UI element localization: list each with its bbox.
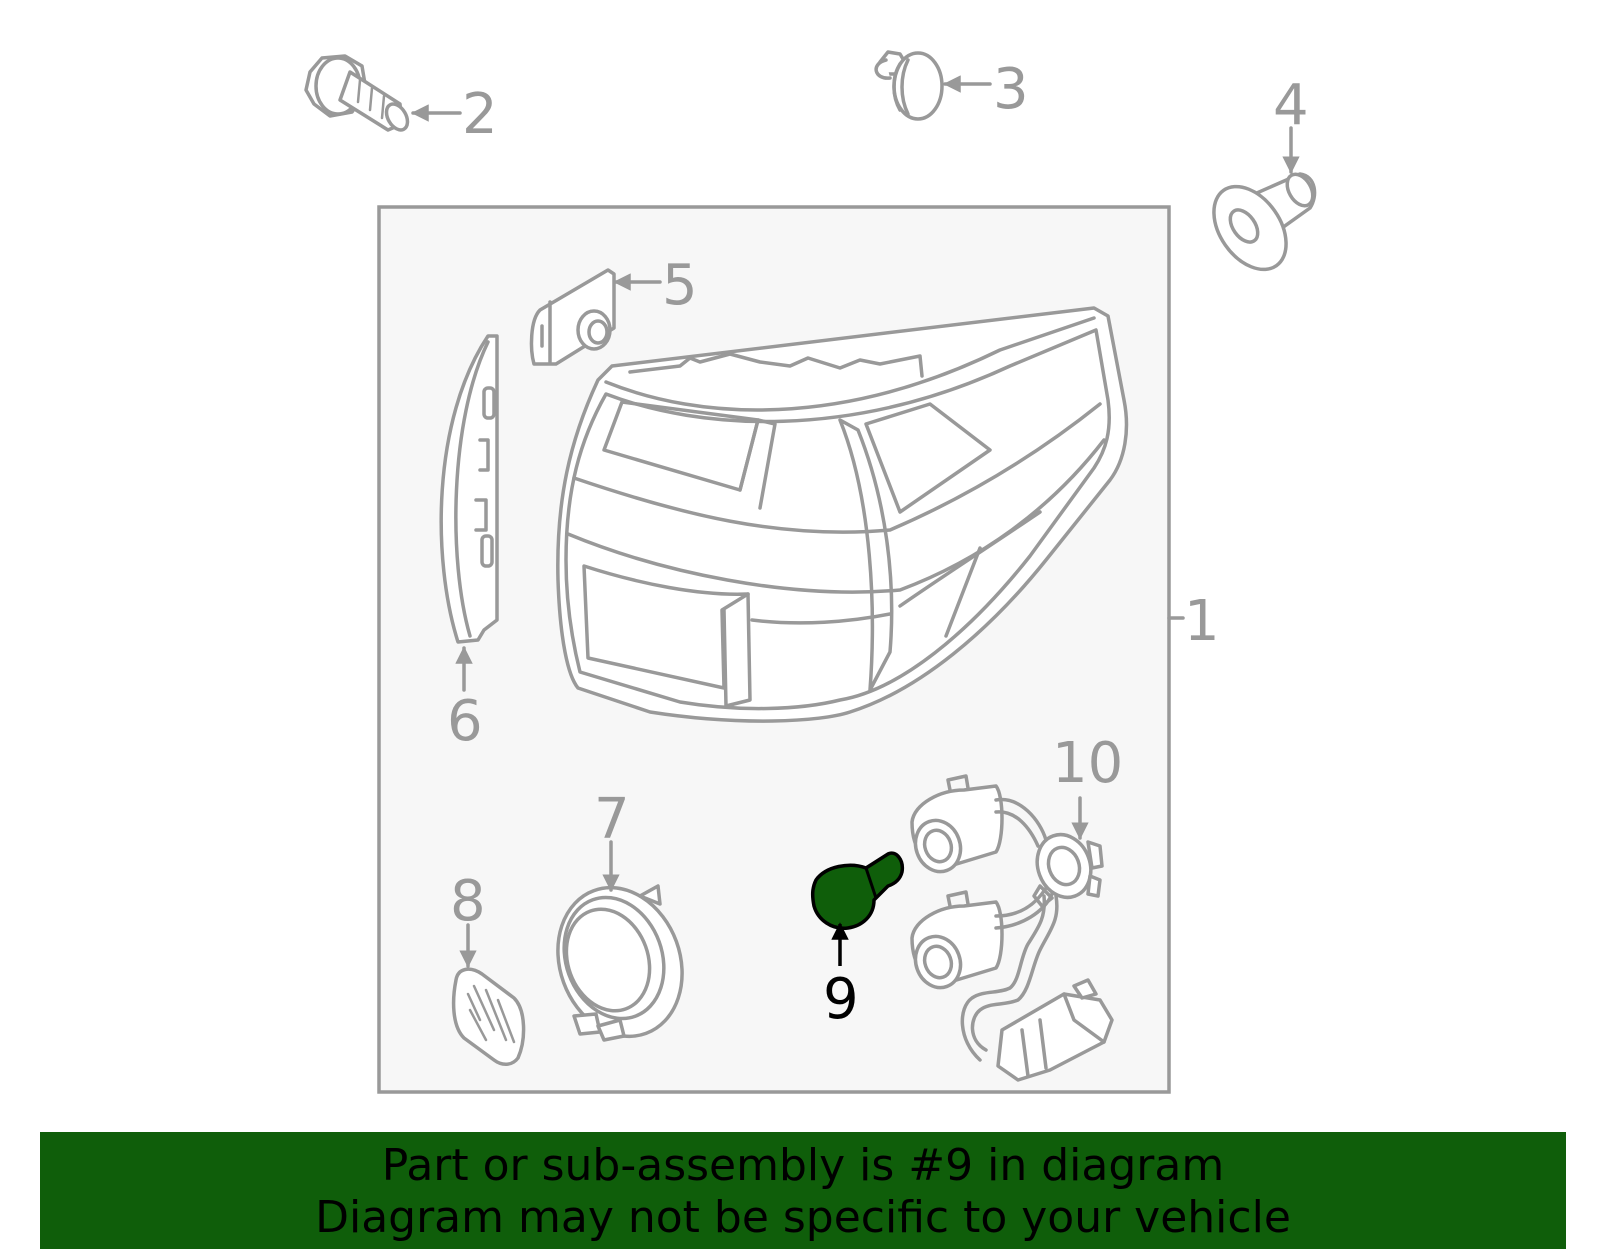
part-6-gasket xyxy=(439,334,499,644)
info-banner: Part or sub-assembly is #9 in diagram Di… xyxy=(40,1132,1566,1249)
callout-7: 7 xyxy=(594,787,630,852)
callout-5: 5 xyxy=(662,253,698,318)
part-4-grommet xyxy=(1212,172,1317,272)
callout-8: 8 xyxy=(450,869,486,934)
banner-line-2: Diagram may not be specific to your vehi… xyxy=(315,1192,1291,1243)
part-3-clip xyxy=(874,50,944,121)
callout-3: 3 xyxy=(993,57,1029,122)
callout-2: 2 xyxy=(462,82,498,147)
callout-6: 6 xyxy=(447,689,483,754)
callout-9: 9 xyxy=(823,967,859,1032)
part-2-bolt xyxy=(304,54,410,132)
part-10-harness xyxy=(910,774,1114,1082)
part-5-bracket xyxy=(529,268,616,366)
callout-1: 1 xyxy=(1184,589,1220,654)
callout-4: 4 xyxy=(1273,73,1309,138)
part-7-socket xyxy=(556,884,684,1042)
banner-line-1: Part or sub-assembly is #9 in diagram xyxy=(381,1140,1225,1191)
part-8-cover xyxy=(451,967,526,1066)
part-9-bulb xyxy=(810,851,905,930)
callout-10: 10 xyxy=(1052,731,1123,796)
taillight-housing xyxy=(556,306,1129,723)
